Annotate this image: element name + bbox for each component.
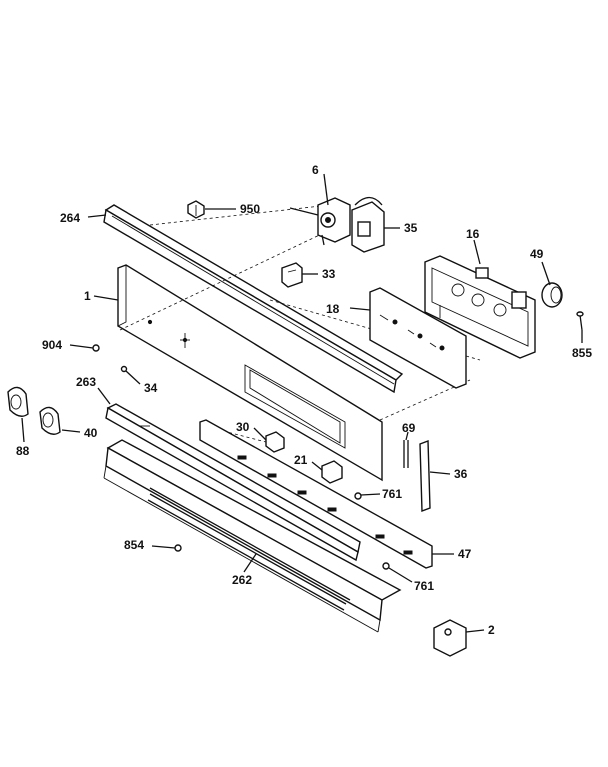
label-1: 1	[84, 289, 91, 303]
label-2: 2	[488, 623, 495, 637]
part-904-screw	[92, 344, 100, 352]
label-264: 264	[60, 211, 80, 225]
label-854: 854	[124, 538, 144, 552]
part-40-end-cap	[39, 406, 61, 435]
part-2-bracket	[433, 619, 467, 657]
label-6: 6	[312, 163, 319, 177]
callouts: 6 950 264 35 16 33 49 1 18 904 855 34 26…	[16, 163, 592, 637]
label-49: 49	[530, 247, 544, 261]
label-855: 855	[572, 346, 592, 360]
part-854-screw	[174, 544, 182, 552]
part-47-end-bracket	[199, 419, 433, 569]
part-36-light-lens	[419, 440, 431, 512]
label-262: 262	[232, 573, 252, 587]
part-21-clip	[321, 460, 343, 484]
label-40: 40	[84, 426, 98, 440]
label-33: 33	[322, 267, 336, 281]
part-30-light-socket	[199, 424, 285, 453]
part-761-screw-upper	[354, 492, 362, 500]
label-16: 16	[466, 227, 480, 241]
part-855-screw	[576, 311, 584, 331]
label-761-lower: 761	[414, 579, 434, 593]
part-33-clip	[281, 262, 303, 288]
part-761-screw-lower	[382, 562, 390, 570]
part-35-switch	[351, 196, 385, 253]
label-35: 35	[404, 221, 418, 235]
part-88-end-cap	[7, 386, 29, 417]
part-264-top-trim	[103, 204, 404, 394]
part-6-motor	[289, 197, 351, 246]
part-49-knob	[541, 282, 563, 308]
label-47: 47	[458, 547, 472, 561]
vent-slots	[147, 487, 351, 611]
label-904: 904	[42, 338, 62, 352]
part-34-screw	[120, 365, 128, 373]
part-1-control-panel	[117, 229, 481, 482]
part-69-spring	[403, 440, 409, 468]
part-18-overlay-plate	[369, 287, 467, 389]
part-262-vent-panel	[103, 439, 402, 633]
label-761-upper: 761	[382, 487, 402, 501]
part-950-fastener	[187, 200, 205, 219]
label-88: 88	[16, 444, 30, 458]
part-16-board-bracket	[424, 255, 536, 359]
label-263: 263	[76, 375, 96, 389]
label-950: 950	[240, 202, 260, 216]
label-21: 21	[294, 453, 308, 467]
label-18: 18	[326, 302, 340, 316]
label-36: 36	[454, 467, 468, 481]
label-69: 69	[402, 421, 416, 435]
label-34: 34	[144, 381, 158, 395]
label-30: 30	[236, 420, 250, 434]
part-263-lower-trim	[105, 403, 361, 562]
